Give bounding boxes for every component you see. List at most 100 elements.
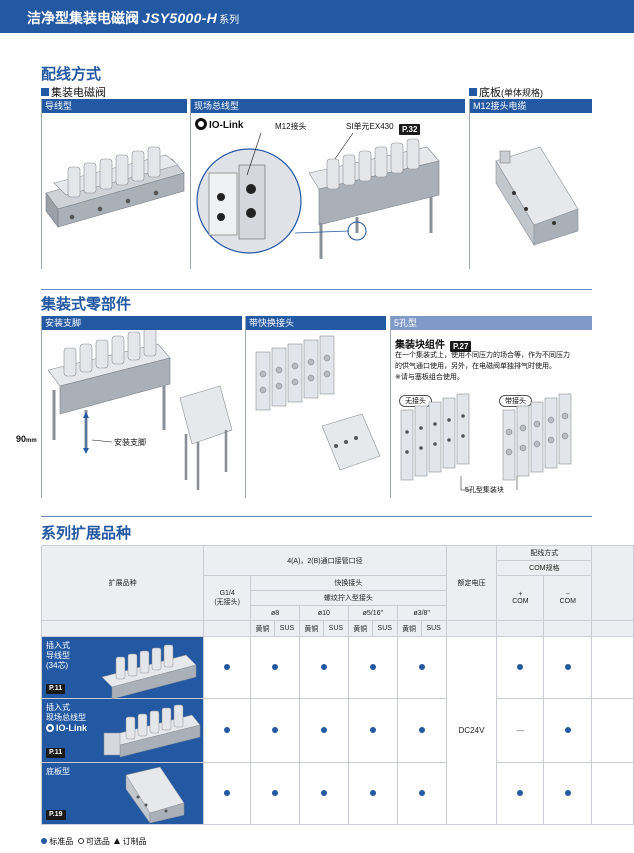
- io-link-icon: [46, 724, 54, 732]
- quick-fitting-image: [255, 335, 381, 471]
- row-product-image: [125, 766, 185, 824]
- col-header-wiring: 配线方式: [496, 545, 593, 561]
- col-header-minus-com: −COM: [543, 575, 593, 621]
- tag-with-fitting: 带接头: [499, 395, 532, 407]
- col-header-spacer: [496, 620, 545, 637]
- row-page-ref[interactable]: P.11: [46, 748, 66, 758]
- label-si-unit: SI单元EX430: [346, 122, 394, 131]
- panel-m12-cable: M12接头电缆: [469, 99, 592, 269]
- page-ref-p27[interactable]: P.27: [450, 336, 472, 354]
- standard-dot-icon: [418, 663, 425, 670]
- lead-wire-manifold-image: [45, 146, 185, 228]
- table-row: 插入式导线型(34芯) P.11 DC24V: [40, 636, 634, 825]
- col-sus: SUS: [322, 620, 349, 637]
- io-link-logo: IO-Link: [46, 723, 87, 733]
- section-title-series: 系列扩展品种: [41, 525, 132, 542]
- col-header-spacer: [543, 620, 593, 637]
- cell-minus-com: [543, 636, 593, 699]
- order-triangle-icon: [114, 838, 121, 844]
- desc-line-1: 在一个集装式上，使用不同压力的场合等，作为不同压力: [395, 352, 570, 359]
- standard-dot-icon: [224, 789, 231, 796]
- label-mounting-foot: 安装支脚: [114, 438, 146, 447]
- col-header-d516: ø5/16": [347, 605, 398, 621]
- legend: 标准品 可选品 订制品: [41, 836, 147, 847]
- col-brass: 黄铜: [347, 620, 373, 637]
- cell-plus-com: —: [496, 698, 545, 763]
- cell-d516: [347, 636, 398, 699]
- row-page-ref[interactable]: P.19: [46, 810, 66, 820]
- panel-title: M12接头电缆: [470, 99, 592, 113]
- standard-dot-icon: [224, 726, 231, 733]
- section-title-parts: 集装式零部件: [41, 296, 132, 313]
- col-sus: SUS: [420, 620, 447, 637]
- cell-d10: [298, 698, 349, 763]
- col-sus: SUS: [371, 620, 398, 637]
- panel-quick-fitting: 带快换接头: [245, 316, 386, 498]
- panel-title: 带快换接头: [246, 316, 386, 330]
- standard-dot-icon: [517, 789, 524, 796]
- col-brass: 黄铜: [250, 620, 276, 637]
- standard-dot-icon: [564, 726, 571, 733]
- square-bullet-icon: [41, 88, 49, 96]
- row-product-image: [101, 644, 197, 699]
- label-5-port-block: 5孔型集装块: [465, 487, 504, 494]
- header-title-model: JSY5000-H: [142, 10, 218, 26]
- cell-g14: [203, 698, 252, 763]
- cell-g14: [203, 636, 252, 699]
- header-title-suffix: 系列: [219, 15, 240, 26]
- col-header-com: COM规格: [496, 560, 593, 576]
- standard-dot-icon: [272, 789, 279, 796]
- panel-mounting-feet: 安装支脚 90mm 安装支脚: [16, 316, 242, 498]
- mounting-feet-image: [47, 330, 233, 490]
- series-variation-table: 扩展品种 4(A)，2(B)通口接管口径 额定电压 配线方式 COM规格 G1/…: [40, 545, 634, 825]
- cell-d38: [396, 698, 447, 763]
- section-divider: [41, 516, 592, 517]
- fieldbus-manifold-image: [196, 132, 440, 259]
- series-table-wrapper: 扩展品种 4(A)，2(B)通口接管口径 额定电压 配线方式 COM规格 G1/…: [40, 545, 634, 825]
- desc-line-2: 的供气通口使用，另外，在电磁阀单独排气时使用。: [395, 363, 556, 370]
- col-header-plus-com: +COM: [496, 575, 545, 621]
- legend-optional: 可选品: [85, 837, 110, 846]
- panel-title: 现场总线型: [191, 99, 465, 113]
- table-row: 底板型 P.19: [40, 762, 634, 825]
- page-ref-p32[interactable]: P.32: [399, 119, 421, 137]
- subtitle-base: 底板(单体规格): [469, 84, 543, 100]
- col-header-one-touch: 快换接头: [250, 575, 447, 591]
- m12-base-image: [495, 146, 579, 247]
- col-header-thread-in: 螺纹拧入型接头: [250, 590, 447, 606]
- standard-dot-icon: [517, 663, 524, 670]
- standard-dot-icon: [320, 726, 327, 733]
- cell-d10: [298, 762, 349, 825]
- cell-plus-com: [496, 762, 545, 825]
- cell-extra: [591, 698, 634, 763]
- col-brass: 黄铜: [396, 620, 422, 637]
- block-assembly-title: 集装块组件: [395, 340, 445, 351]
- col-header-d38: ø3/8": [396, 605, 447, 621]
- optional-circle-icon: [77, 838, 84, 844]
- desc-line-3: ※请与塞板组合使用。: [395, 374, 464, 381]
- cell-extra: [591, 636, 634, 699]
- standard-dot-icon: [418, 789, 425, 796]
- col-header-g14: G1/4(无接头): [203, 575, 252, 621]
- panel-lead-wire: 导线型: [41, 99, 187, 269]
- label-m12-connector: M12接头: [275, 122, 307, 131]
- cell-plus-com: [496, 636, 545, 699]
- five-port-block-image: [400, 393, 572, 491]
- standard-dot-icon: [369, 663, 376, 670]
- standard-dot-icon: [564, 789, 571, 796]
- col-sus: SUS: [274, 620, 300, 637]
- col-header-extra: [591, 545, 634, 621]
- io-link-logo: IO-Link: [195, 118, 243, 131]
- col-header-variant: 扩展品种: [40, 545, 205, 621]
- square-bullet-icon: [469, 88, 477, 96]
- standard-dot-icon: [320, 663, 327, 670]
- panel-5-port: 5孔型 集装块组件 P.27 在一个集装式上，使用不同压力的场合等，作为不同压力…: [390, 316, 592, 498]
- panel-title: 安装支脚: [42, 316, 242, 330]
- section-divider: [41, 289, 592, 290]
- cell-d516: [347, 698, 398, 763]
- row-page-ref[interactable]: P.11: [46, 684, 66, 694]
